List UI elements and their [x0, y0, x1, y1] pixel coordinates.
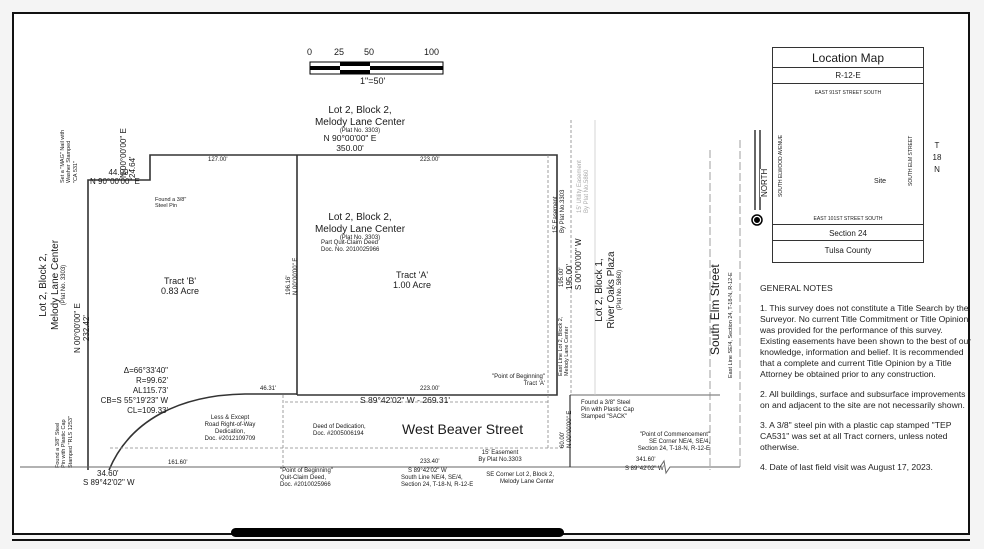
segment-3460-bearing: S 89°42'02" W: [83, 478, 135, 487]
title-block-edge: [12, 539, 970, 549]
jog-bearing: N 90°00'00" E: [90, 177, 140, 186]
east-line-note: East Line Lot 2, Block 2, Melody Lane Ce…: [558, 316, 571, 376]
location-map-west-street: SOUTH ELWOOD AVENUE: [778, 134, 784, 197]
pob-tract-a: "Point of Beginning" Tract 'A': [492, 374, 545, 387]
point-of-commencement: "Point of Commencement" SE Corner NE/4, …: [637, 432, 710, 452]
location-map-east-street: SOUTH ELM STREET: [908, 135, 914, 186]
segment-223-top: 223.00': [420, 157, 440, 163]
location-map-north-street: EAST 91ST STREET SOUTH: [814, 90, 882, 96]
general-note-1: 1. This survey does not constitute a Tit…: [760, 303, 972, 379]
segment-4631: 46.31': [260, 386, 277, 392]
scale-tick-50: 50: [364, 47, 375, 57]
inner-lot-deed: Part Quit-Claim Deed Doc. No. 2010025966: [321, 240, 380, 253]
south-bearing: S 89°42'02" W - 269.31': [360, 395, 450, 405]
scale-tick-25: 25: [334, 47, 345, 57]
tract-b-label: Tract 'B' 0.83 Acre: [160, 276, 200, 297]
tie-line-label: 60.00' N 00°00'00" E: [560, 410, 573, 448]
north-arrow-label: NORTH: [760, 168, 770, 197]
street-label-south-elm: South Elm Street: [708, 264, 722, 355]
segment-3460: 34.60': [97, 469, 119, 478]
west-bearing: N 00°00'00" E 232.42': [73, 303, 92, 353]
curve-data: Δ=66°33'40" R=99.62' AL115.73' CB=S 55°1…: [100, 366, 168, 415]
scale-tick-0: 0: [307, 47, 313, 57]
north-bearing: N 90°00'00" E 350.00': [323, 133, 377, 153]
north-lot-label: Lot 2, Block 2, Melody Lane Center (Plat…: [314, 105, 406, 134]
location-map: Location Map R-12-E Section 24 Tulsa Cou…: [772, 47, 924, 263]
street-label-west-beaver: West Beaver Street: [402, 421, 524, 437]
location-map-south-street: EAST 101ST STREET SOUTH: [813, 216, 883, 222]
location-map-county: Tulsa County: [824, 246, 872, 255]
segment-34160-bearing: S 89°42'02" W: [625, 466, 664, 472]
location-map-township: T 18 N: [932, 141, 942, 174]
east-bearing: 195.00' S 00°00'00" W: [565, 238, 584, 290]
row-dedication-note: Less & Except Road Right-of-Way Dedicati…: [204, 415, 256, 442]
horizontal-scrollbar-thumb[interactable]: [231, 528, 564, 537]
found-pin-note: Found a 3/8" Steel Pin: [155, 197, 187, 210]
easement-bottom: 15' Easement By Plat No.3303: [478, 450, 522, 463]
sw-pin-note: Found a 3/8" Steel Pin with Plastic Cap …: [55, 416, 74, 468]
deed-dedication-note: Deed of Dedication, Doc. #2005006194: [313, 424, 366, 437]
segment-223-bottom: 223.00': [420, 386, 440, 392]
general-note-2: 2. All buildings, surface and subsurface…: [760, 389, 966, 410]
general-note-4: 4. Date of last field visit was August 1…: [760, 462, 933, 472]
location-map-title: Location Map: [773, 48, 923, 68]
scale-tick-100: 100: [424, 47, 440, 57]
general-notes-heading: GENERAL NOTES: [760, 283, 833, 293]
segment-34160: 341.60': [636, 457, 656, 463]
location-map-site-label: Site: [874, 178, 887, 185]
east-easement: 15' Easement By Plat No.3303: [553, 189, 566, 233]
general-notes: GENERAL NOTES 1. This survey does not co…: [760, 283, 972, 482]
pob-quit-claim: "Point of Beginning" Quit-Claim Deed, Do…: [280, 468, 333, 488]
mid-line-label: 196.16' N 00°00'00" E: [286, 257, 299, 295]
se-corner-note: SE Corner Lot 2, Block 2, Melody Lane Ce…: [486, 472, 554, 485]
segment-23340: 233.40': [420, 459, 440, 465]
south-line-note: South Line NE/4, SE/4, Section 24, T-18-…: [401, 475, 474, 488]
segment-16160: 161.60': [168, 460, 188, 466]
west-lot-label: Lot 2, Block 2, Melody Lane Center (Plat…: [38, 239, 67, 331]
scale-bar-graphic: [309, 61, 444, 75]
tract-a-label: Tract 'A' 1.00 Acre: [392, 270, 432, 291]
location-map-range: R-12-E: [773, 68, 923, 84]
south-elm-note: East Line SE/4, Section 24, T-18-N, R-12…: [728, 272, 734, 378]
segment-23340-bearing: S 89°42'02" W: [408, 468, 447, 474]
segment-127: 127.00': [208, 157, 228, 163]
utility-easement: 15' Utility Easement By Plat No.5860: [577, 160, 590, 213]
mag-nail-note: Set a "MAG" Nail with Washer Stamped "CA…: [60, 129, 79, 183]
scale-label: 1"=50': [360, 76, 386, 86]
east-lot-label: Lot 2, Block 1, River Oaks Plaza (Plat N…: [594, 251, 623, 329]
location-map-section: Section 24: [773, 224, 923, 241]
jog-distance: 44.99': [108, 168, 130, 177]
inner-lot-label: Lot 2, Block 2, Melody Lane Center (Plat…: [314, 212, 406, 241]
general-note-3: 3. A 3/8" steel pin with a plastic cap s…: [760, 420, 952, 452]
sack-pin-note: Found a 3/8" Steel Pin with Plastic Cap …: [581, 400, 635, 420]
